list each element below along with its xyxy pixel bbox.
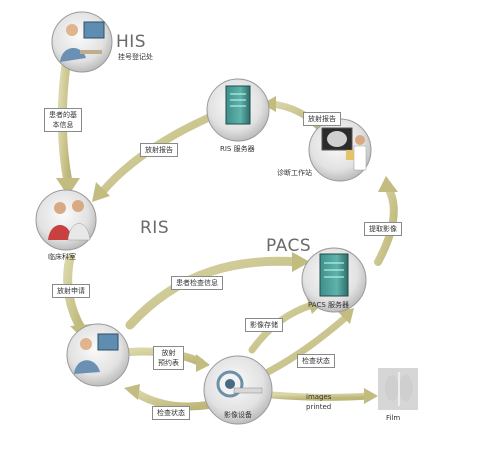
images-printed-line1: images bbox=[306, 393, 332, 401]
arrow-head-reg-imaging bbox=[196, 354, 210, 372]
images-printed-line2: printed bbox=[306, 403, 332, 411]
arrow-ris-to-pacs bbox=[125, 256, 303, 330]
film-caption: Film bbox=[386, 414, 401, 422]
flow-patient-info: 患者的基 本信息 bbox=[44, 108, 82, 132]
arrow-head-ris-pacs bbox=[292, 252, 310, 272]
arrow-head-pacs-ws bbox=[378, 176, 398, 192]
film-xray-image bbox=[378, 368, 418, 410]
flow-patient-info-line2: 本信息 bbox=[52, 121, 74, 129]
arrow-head-ws-ris bbox=[262, 96, 276, 112]
arrow-status-to-pacs bbox=[264, 314, 349, 376]
clinical-caption: 临床科室 bbox=[48, 253, 76, 261]
person-icon bbox=[80, 338, 92, 350]
doctor-icon bbox=[355, 135, 365, 145]
node-clinical bbox=[35, 189, 97, 251]
node-registration-bottom bbox=[66, 323, 130, 387]
arrow-head-ris-clinical bbox=[92, 182, 110, 202]
flow-request: 放射申请 bbox=[52, 284, 90, 298]
imaging-caption: 影像设备 bbox=[224, 411, 252, 419]
arrow-imaging-to-film bbox=[268, 391, 372, 401]
flow-appointment-line2: 预约表 bbox=[158, 359, 179, 367]
flow-appointment: 放射 预约表 bbox=[153, 346, 184, 370]
person-icon bbox=[66, 24, 78, 36]
computer-monitor-icon bbox=[83, 21, 105, 39]
arrow-head-his-clinical bbox=[56, 178, 80, 196]
ris-label: RIS bbox=[140, 218, 170, 238]
flow-appointment-line1: 放射 bbox=[161, 349, 176, 357]
flow-status-back: 检查状态 bbox=[152, 406, 190, 420]
flow-exam-info: 患者检查信息 bbox=[171, 276, 223, 290]
node-registration-top bbox=[51, 11, 113, 73]
arrow-head-imaging-film bbox=[364, 388, 378, 404]
flow-retrieve: 提取影像 bbox=[364, 222, 402, 236]
flow-status-pacs: 检查状态 bbox=[297, 354, 335, 368]
pacs-label: PACS bbox=[266, 236, 312, 256]
registration-caption: 挂号登记处 bbox=[118, 53, 153, 61]
server-tower-icon bbox=[319, 253, 349, 297]
node-imaging bbox=[203, 355, 273, 425]
server-tower-icon bbox=[225, 85, 251, 125]
node-workstation bbox=[308, 118, 372, 182]
doctor-icon bbox=[54, 202, 66, 214]
patient-icon bbox=[72, 200, 84, 212]
pacs-server-caption: PACS 服务器 bbox=[308, 301, 349, 309]
flow-report-ws: 放射报告 bbox=[303, 112, 341, 126]
workstation-caption: 诊断工作站 bbox=[277, 169, 312, 177]
flow-patient-info-line1: 患者的基 bbox=[49, 111, 77, 119]
arrow-imaging-to-registration bbox=[131, 388, 212, 411]
images-printed-label: images printed bbox=[306, 392, 331, 412]
ris-server-caption: RIS 服务器 bbox=[220, 145, 255, 153]
computer-monitor-icon bbox=[97, 333, 119, 351]
his-label: HIS bbox=[116, 32, 147, 52]
arrow-pacs-to-workstation bbox=[374, 184, 398, 266]
flow-store: 影像存储 bbox=[245, 318, 283, 332]
flow-report-ris: 放射报告 bbox=[140, 143, 178, 157]
node-pacs-server bbox=[301, 247, 367, 313]
arrow-head-status-pacs bbox=[338, 308, 354, 324]
node-ris-server bbox=[206, 78, 270, 142]
arrow-head-imaging-reg bbox=[124, 384, 140, 400]
